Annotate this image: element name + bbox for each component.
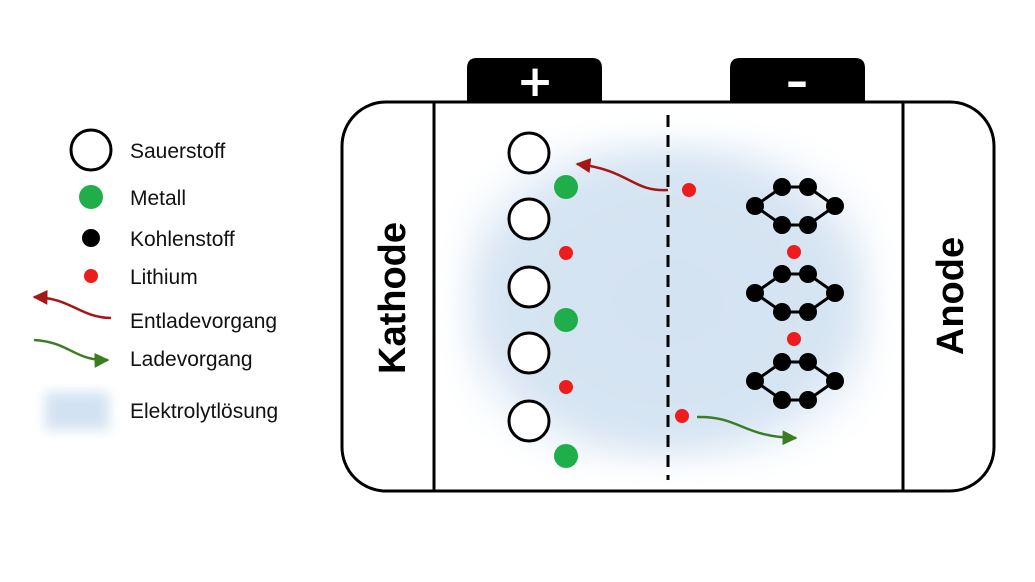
carbon-atom — [826, 372, 844, 390]
charge-flow — [675, 409, 798, 446]
charge-arrow-icon — [33, 338, 110, 368]
legend-label-charge: Ladevorgang — [130, 348, 253, 371]
charge-arrow-icon — [696, 415, 798, 446]
anode-graphite-layers — [746, 178, 844, 409]
carbon-atom — [773, 353, 791, 371]
carbon-atom — [799, 216, 817, 234]
discharge-arrow-icon — [32, 289, 112, 320]
oxygen-atom — [507, 399, 551, 443]
legend-item-oxygen: Sauerstoff — [69, 128, 226, 172]
discharge-arrow-icon — [575, 158, 669, 192]
battery: + – Kathode Anode — [340, 56, 996, 493]
graphite-ring — [746, 178, 844, 234]
cathode-metal-atoms — [554, 175, 578, 468]
anode-lithium-ions — [787, 245, 801, 346]
discharge-flow — [575, 158, 696, 197]
metal-atom — [554, 308, 578, 332]
lithium-ion — [559, 380, 573, 394]
lithium-ion — [675, 409, 689, 423]
carbon-atom — [799, 265, 817, 283]
carbon-swatch — [82, 229, 100, 247]
metal-swatch — [79, 185, 103, 209]
carbon-atom — [773, 265, 791, 283]
legend-item-carbon: Kohlenstoff — [82, 228, 235, 251]
legend-label-discharge: Entladevorgang — [130, 310, 277, 333]
plus-sign: + — [517, 56, 554, 107]
legend-label-oxygen: Sauerstoff — [130, 140, 226, 163]
legend: Sauerstoff Metall Kohlenstoff Lithium En… — [32, 128, 278, 430]
lithium-ion — [559, 246, 573, 260]
cathode-label: Kathode — [372, 222, 414, 374]
carbon-atom — [773, 216, 791, 234]
carbon-atom — [773, 391, 791, 409]
lithium-ion — [787, 332, 801, 346]
oxygen-swatch — [69, 128, 113, 172]
minus-sign: – — [786, 56, 808, 107]
legend-label-metal: Metall — [130, 187, 186, 210]
carbon-atom — [746, 372, 764, 390]
oxygen-atom — [507, 197, 551, 241]
lithium-ion — [682, 183, 696, 197]
carbon-atom — [799, 303, 817, 321]
cathode-lithium-ions — [559, 246, 573, 394]
legend-item-electrolyte: Elektrolytlösung — [45, 392, 278, 430]
positive-terminal: + — [467, 56, 602, 107]
carbon-atom — [746, 197, 764, 215]
carbon-atom — [773, 178, 791, 196]
graphite-ring — [746, 353, 844, 409]
metal-atom — [554, 175, 578, 199]
cathode-oxygen-atoms — [507, 131, 551, 443]
anode-label: Anode — [930, 237, 972, 355]
carbon-atom — [746, 284, 764, 302]
carbon-atom — [799, 353, 817, 371]
legend-item-metal: Metall — [79, 185, 186, 210]
graphite-ring — [746, 265, 844, 321]
lithium-ion — [787, 245, 801, 259]
battery-body — [340, 100, 996, 493]
negative-terminal: – — [730, 56, 865, 107]
legend-item-lithium: Lithium — [84, 266, 198, 289]
metal-atom — [554, 444, 578, 468]
carbon-atom — [826, 197, 844, 215]
lithium-swatch — [84, 269, 98, 283]
carbon-atom — [826, 284, 844, 302]
electrolyte-swatch — [45, 392, 109, 430]
oxygen-atom — [507, 131, 551, 175]
legend-item-charge: Ladevorgang — [33, 338, 253, 371]
carbon-atom — [799, 391, 817, 409]
carbon-atom — [799, 178, 817, 196]
carbon-atom — [773, 303, 791, 321]
oxygen-atom — [507, 265, 551, 309]
legend-item-discharge: Entladevorgang — [32, 289, 277, 333]
legend-label-electrolyte: Elektrolytlösung — [130, 400, 278, 423]
legend-label-lithium: Lithium — [130, 266, 198, 289]
oxygen-atom — [507, 331, 551, 375]
legend-label-carbon: Kohlenstoff — [130, 228, 235, 251]
